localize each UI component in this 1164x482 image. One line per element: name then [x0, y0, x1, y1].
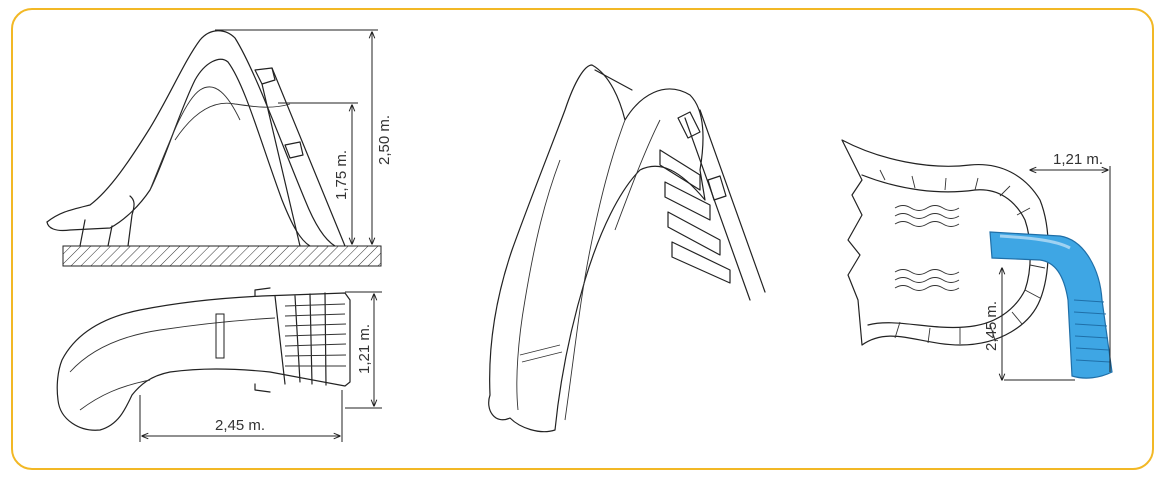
pool-outline	[841, 139, 1049, 346]
pool-plan: 1,21 m. 2,45 m.	[841, 139, 1113, 380]
top-length-label: 2,45 m.	[215, 417, 265, 434]
top-width-label: 1,21 m.	[356, 324, 373, 374]
perspective-view	[488, 64, 766, 433]
frame-border	[11, 8, 1154, 470]
side-view: 2,50 m. 1,75 m.	[46, 29, 393, 267]
perspective-slide-outline	[488, 64, 706, 433]
top-slide-outline	[56, 292, 351, 431]
pool-width-label: 1,21 m.	[1053, 151, 1103, 168]
pool-length-label: 2,45 m.	[983, 301, 1000, 351]
side-slide-outline	[46, 30, 336, 247]
side-height-total-label: 2,50 m.	[376, 115, 393, 165]
ground-hatch	[62, 245, 382, 267]
top-view: 1,21 m. 2,45 m.	[56, 287, 382, 442]
side-height-platform-label: 1,75 m.	[333, 150, 350, 200]
blue-slide	[989, 231, 1113, 379]
